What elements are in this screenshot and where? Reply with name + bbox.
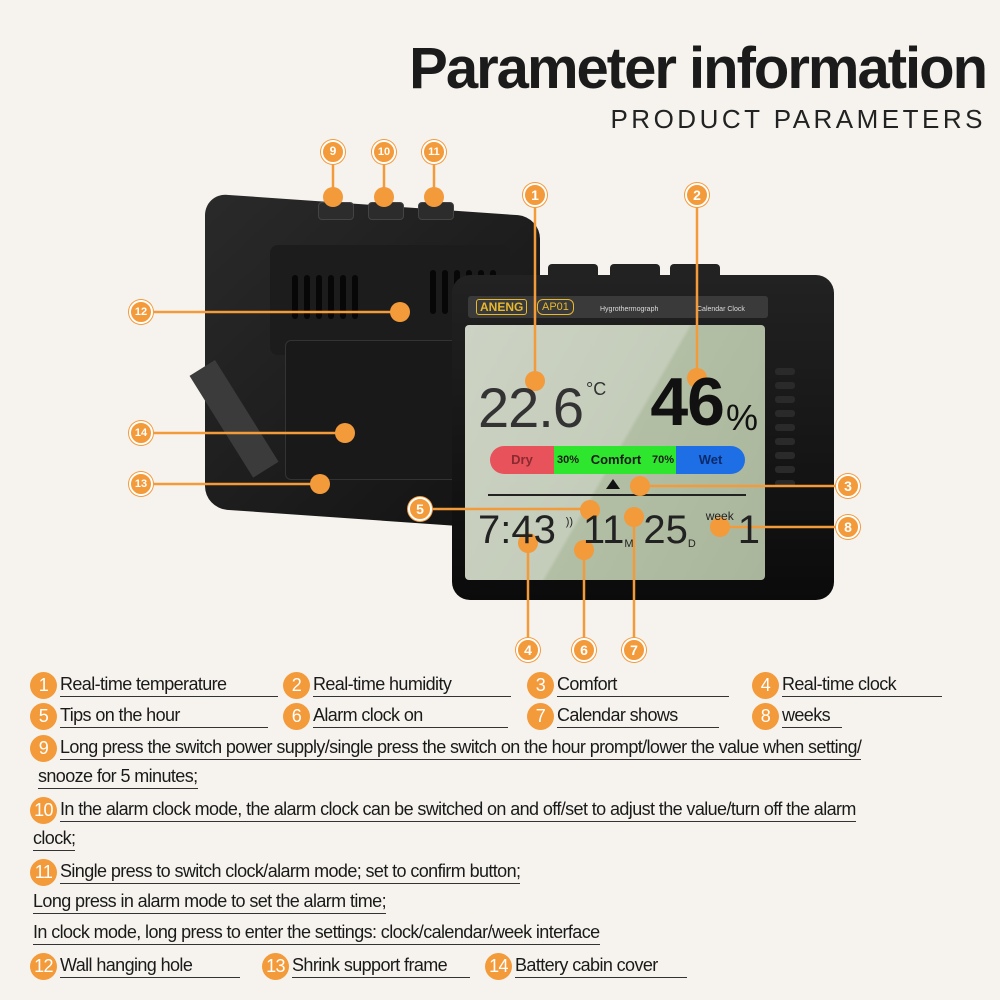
callout-dot <box>525 371 545 391</box>
callout-dot <box>518 533 538 553</box>
legend-badge: 5 <box>30 703 57 730</box>
callout-10: 10 <box>372 140 396 164</box>
callout-dot <box>624 507 644 527</box>
legend-badge: 9 <box>30 735 57 762</box>
legend-badge: 14 <box>485 953 512 980</box>
brand-logo: ANENG <box>476 299 528 315</box>
legend-text: Shrink support frame <box>292 955 470 978</box>
lcd-bottom-row: 7:43 )) 11 M 25 D week 1 <box>478 500 760 550</box>
lcd-top-row: 22.6 °C 46 % <box>478 336 758 436</box>
legend-text: Single press to switch clock/alarm mode;… <box>60 861 521 884</box>
callout-dot <box>687 368 707 388</box>
top-button <box>670 264 720 276</box>
top-button <box>610 264 660 276</box>
legend-text-cont: snooze for 5 minutes; <box>38 766 198 789</box>
legend-text: Comfort <box>557 674 729 697</box>
legend-badge: 10 <box>30 797 57 824</box>
legend-text-cont: In clock mode, long press to enter the s… <box>33 922 600 945</box>
top-button <box>548 264 598 276</box>
callout-dot <box>390 302 410 322</box>
callout-12: 12 <box>129 300 153 324</box>
callout-9: 9 <box>321 140 345 164</box>
alarm-icon: )) <box>565 516 574 528</box>
callout-dot <box>574 540 594 560</box>
legend-badge: 3 <box>527 672 554 699</box>
legend-text-cont: Long press in alarm mode to set the alar… <box>33 891 387 914</box>
legend-badge: 2 <box>283 672 310 699</box>
legend-text-cont: clock; <box>33 828 76 851</box>
wet-segment: Wet <box>676 446 745 474</box>
legend-text: Calendar shows <box>557 705 719 728</box>
day-value: 25 <box>643 508 688 552</box>
callout-dot <box>580 500 600 520</box>
callout-8: 8 <box>836 515 860 539</box>
callout-3: 3 <box>836 474 860 498</box>
callout-dot <box>323 187 343 207</box>
legend-text: Tips on the hour <box>60 705 268 728</box>
comfort-bar: Dry 30% Comfort 70% Wet <box>490 446 745 474</box>
callout-dot <box>374 187 394 207</box>
calendar-label: Calendar Clock <box>697 306 745 313</box>
legend-badge: 8 <box>752 703 779 730</box>
legend-text: Alarm clock on <box>313 705 508 728</box>
callout-11: 11 <box>422 140 446 164</box>
legend-badge: 12 <box>30 953 57 980</box>
callout-dot <box>710 517 730 537</box>
humidity-unit: % <box>725 397 758 438</box>
week-value: 1 <box>737 508 760 552</box>
week-label: week <box>705 509 734 523</box>
callout-7: 7 <box>622 638 646 662</box>
model-label: AP01 <box>537 299 574 315</box>
legend-text: Real-time humidity <box>313 674 511 697</box>
legend-text: Wall hanging hole <box>60 955 240 978</box>
temperature-value: 22.6 <box>478 376 584 439</box>
legend-badge: 13 <box>262 953 289 980</box>
day-unit: D <box>687 538 696 550</box>
high-threshold: 70% <box>650 446 676 474</box>
temp-unit: °C <box>586 379 607 399</box>
legend-text: In the alarm clock mode, the alarm clock… <box>60 799 856 822</box>
callout-13: 13 <box>129 472 153 496</box>
legend-badge: 4 <box>752 672 779 699</box>
callout-dot <box>335 423 355 443</box>
low-threshold: 30% <box>554 446 582 474</box>
comfort-pointer-icon <box>606 479 620 489</box>
legend-badge: 7 <box>527 703 554 730</box>
callout-2: 2 <box>685 183 709 207</box>
callout-1: 1 <box>523 183 547 207</box>
page-title: Parameter information <box>409 36 988 101</box>
hygro-label: Hygrothermograph <box>600 306 659 313</box>
callout-6: 6 <box>572 638 596 662</box>
dry-segment: Dry <box>490 446 554 474</box>
clock-time: 7:43 <box>478 508 556 552</box>
callout-5: 5 <box>408 497 432 521</box>
legend-text: Long press the switch power supply/singl… <box>60 737 862 760</box>
humidity-value: 46 <box>650 364 725 440</box>
legend-badge: 6 <box>283 703 310 730</box>
callout-14: 14 <box>129 421 153 445</box>
divider <box>488 494 746 496</box>
callout-dot <box>310 474 330 494</box>
callout-4: 4 <box>516 638 540 662</box>
callout-dot <box>630 476 650 496</box>
legend-badge: 1 <box>30 672 57 699</box>
label-bar <box>468 296 768 318</box>
comfort-segment: Comfort <box>582 446 650 474</box>
page-subtitle: PRODUCT PARAMETERS <box>610 104 986 134</box>
legend-text: weeks <box>782 705 842 728</box>
callout-dot <box>424 187 444 207</box>
legend-text: Real-time clock <box>782 674 942 697</box>
month-unit: M <box>624 538 634 550</box>
legend-badge: 11 <box>30 859 57 886</box>
month-value: 11 <box>582 508 625 552</box>
legend-text: Battery cabin cover <box>515 955 687 978</box>
legend-text: Real-time temperature <box>60 674 278 697</box>
